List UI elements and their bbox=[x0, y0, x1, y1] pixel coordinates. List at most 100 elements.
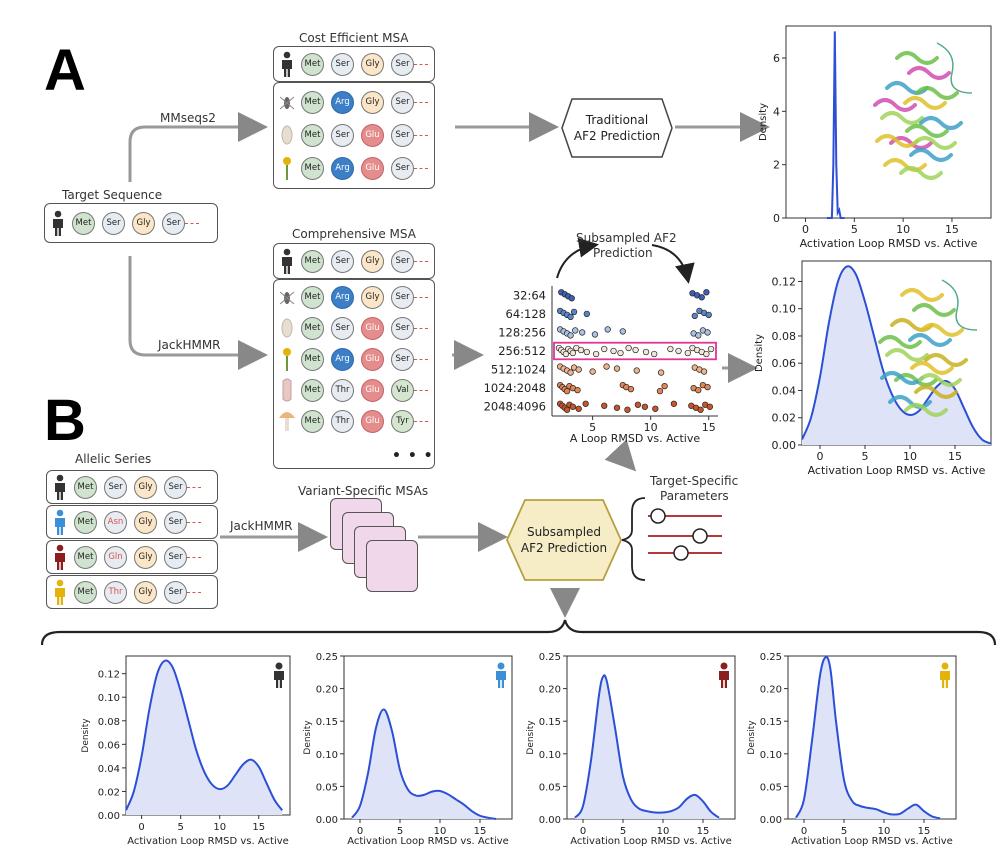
data-point bbox=[569, 403, 577, 410]
residue: Met bbox=[301, 90, 324, 114]
y-tick-label: 0.25 bbox=[760, 652, 782, 663]
person-icon bbox=[940, 662, 950, 688]
mmseqs2-arrow bbox=[128, 112, 268, 182]
y-tick-label: 0.20 bbox=[539, 685, 561, 696]
person-icon bbox=[55, 509, 65, 535]
person-icon bbox=[274, 662, 284, 688]
protein-structure bbox=[878, 279, 978, 417]
x-tick-label: 0 bbox=[580, 826, 586, 837]
data-point bbox=[601, 402, 608, 409]
data-point bbox=[592, 350, 600, 358]
data-point bbox=[563, 406, 571, 413]
helix bbox=[910, 361, 954, 375]
helix bbox=[909, 148, 953, 162]
residue: Ser bbox=[391, 249, 414, 273]
y-tick-label: 0.15 bbox=[760, 717, 782, 728]
target-sequence-box: Met Ser Gly Ser bbox=[44, 203, 218, 243]
residue: Gly bbox=[361, 249, 384, 273]
residue: Glu bbox=[361, 123, 384, 147]
data-point bbox=[604, 326, 611, 333]
helix bbox=[919, 116, 963, 130]
params-brace bbox=[621, 497, 646, 581]
loop bbox=[936, 42, 973, 94]
y-axis-label: Density bbox=[754, 334, 765, 372]
loop bbox=[941, 279, 978, 331]
x-tick-label: 10 bbox=[213, 822, 226, 833]
residue: Ser bbox=[102, 211, 125, 235]
data-point bbox=[656, 387, 664, 395]
residue: Met bbox=[301, 156, 324, 180]
y-tick-label: 0.02 bbox=[98, 787, 120, 798]
residue: Ser bbox=[162, 211, 185, 235]
comp-msa-query-row: Met Ser Gly Ser bbox=[273, 243, 435, 279]
data-point bbox=[567, 369, 574, 376]
residue: Arg bbox=[331, 90, 354, 114]
category-label: 32:64 bbox=[513, 288, 546, 302]
target-params-label: Target-Specific bbox=[650, 474, 739, 488]
residue: Ser bbox=[164, 580, 187, 604]
data-point bbox=[567, 313, 574, 321]
category-label: 64:128 bbox=[506, 307, 546, 321]
residue: Thr bbox=[331, 409, 354, 433]
data-point bbox=[582, 400, 589, 407]
highlight-box bbox=[553, 341, 717, 361]
strip-plot-chart: 32:6464:128128:256256:512512:10241024:20… bbox=[484, 286, 718, 444]
category-label: 2048:4096 bbox=[484, 400, 546, 414]
x-axis-label: A Loop RMSD vs. Active bbox=[570, 432, 700, 444]
density-line bbox=[795, 656, 941, 820]
data-point bbox=[613, 365, 621, 372]
data-point bbox=[613, 404, 621, 411]
y-tick-label: 0.06 bbox=[772, 357, 797, 370]
panel-a-label: A bbox=[44, 38, 86, 103]
jackhmmr-b-label: JackHMMR bbox=[230, 519, 293, 533]
residue: Met bbox=[301, 52, 324, 76]
data-point bbox=[667, 345, 674, 353]
residue: Ser bbox=[391, 316, 414, 340]
organism-icon bbox=[281, 318, 293, 338]
data-point bbox=[698, 294, 705, 301]
residue: Thr bbox=[104, 580, 127, 604]
x-tick-label: 5 bbox=[620, 826, 626, 837]
residue: Met bbox=[301, 347, 324, 371]
residue: Ser bbox=[391, 123, 414, 147]
person-head bbox=[497, 662, 505, 670]
data-point bbox=[574, 386, 581, 394]
data-point bbox=[567, 332, 574, 339]
data-point bbox=[684, 349, 691, 357]
person-body bbox=[719, 671, 729, 688]
residue: Ser bbox=[331, 249, 354, 273]
residue: Met bbox=[72, 211, 95, 235]
y-tick-label: 0.10 bbox=[760, 750, 782, 761]
data-point bbox=[700, 368, 708, 375]
helix bbox=[900, 288, 944, 302]
y-tick-label: 4 bbox=[773, 105, 780, 118]
data-point bbox=[627, 385, 635, 393]
x-tick-label: 10 bbox=[878, 826, 891, 837]
y-axis-label: Density bbox=[81, 718, 91, 753]
data-point bbox=[589, 368, 596, 375]
residue: Gly bbox=[134, 510, 157, 534]
residue: Ser bbox=[391, 52, 414, 76]
subsampled-mid-label: Subsampled bbox=[527, 525, 601, 539]
residue: Gly bbox=[134, 475, 157, 499]
data-point bbox=[603, 363, 610, 370]
person-icon bbox=[55, 579, 65, 605]
y-tick-label: 0.02 bbox=[772, 412, 797, 425]
data-point bbox=[691, 312, 698, 320]
person-icon bbox=[496, 662, 506, 688]
x-tick-label: 15 bbox=[945, 223, 959, 236]
allele-row: Met Gln Gly Ser bbox=[46, 540, 218, 574]
plant-icon bbox=[283, 348, 291, 371]
bottom-brace bbox=[40, 619, 997, 646]
helix bbox=[918, 373, 962, 387]
y-axis-label: Density bbox=[747, 720, 757, 755]
y-tick-label: 0.20 bbox=[316, 685, 338, 696]
traditional-label-2: AF2 Prediction bbox=[574, 129, 660, 143]
target-sequence-label: Target Sequence bbox=[62, 188, 163, 202]
subsampled-top-label: Subsampled AF2 bbox=[576, 231, 677, 245]
density-area bbox=[802, 266, 991, 445]
y-tick-label: 0.00 bbox=[772, 439, 797, 452]
